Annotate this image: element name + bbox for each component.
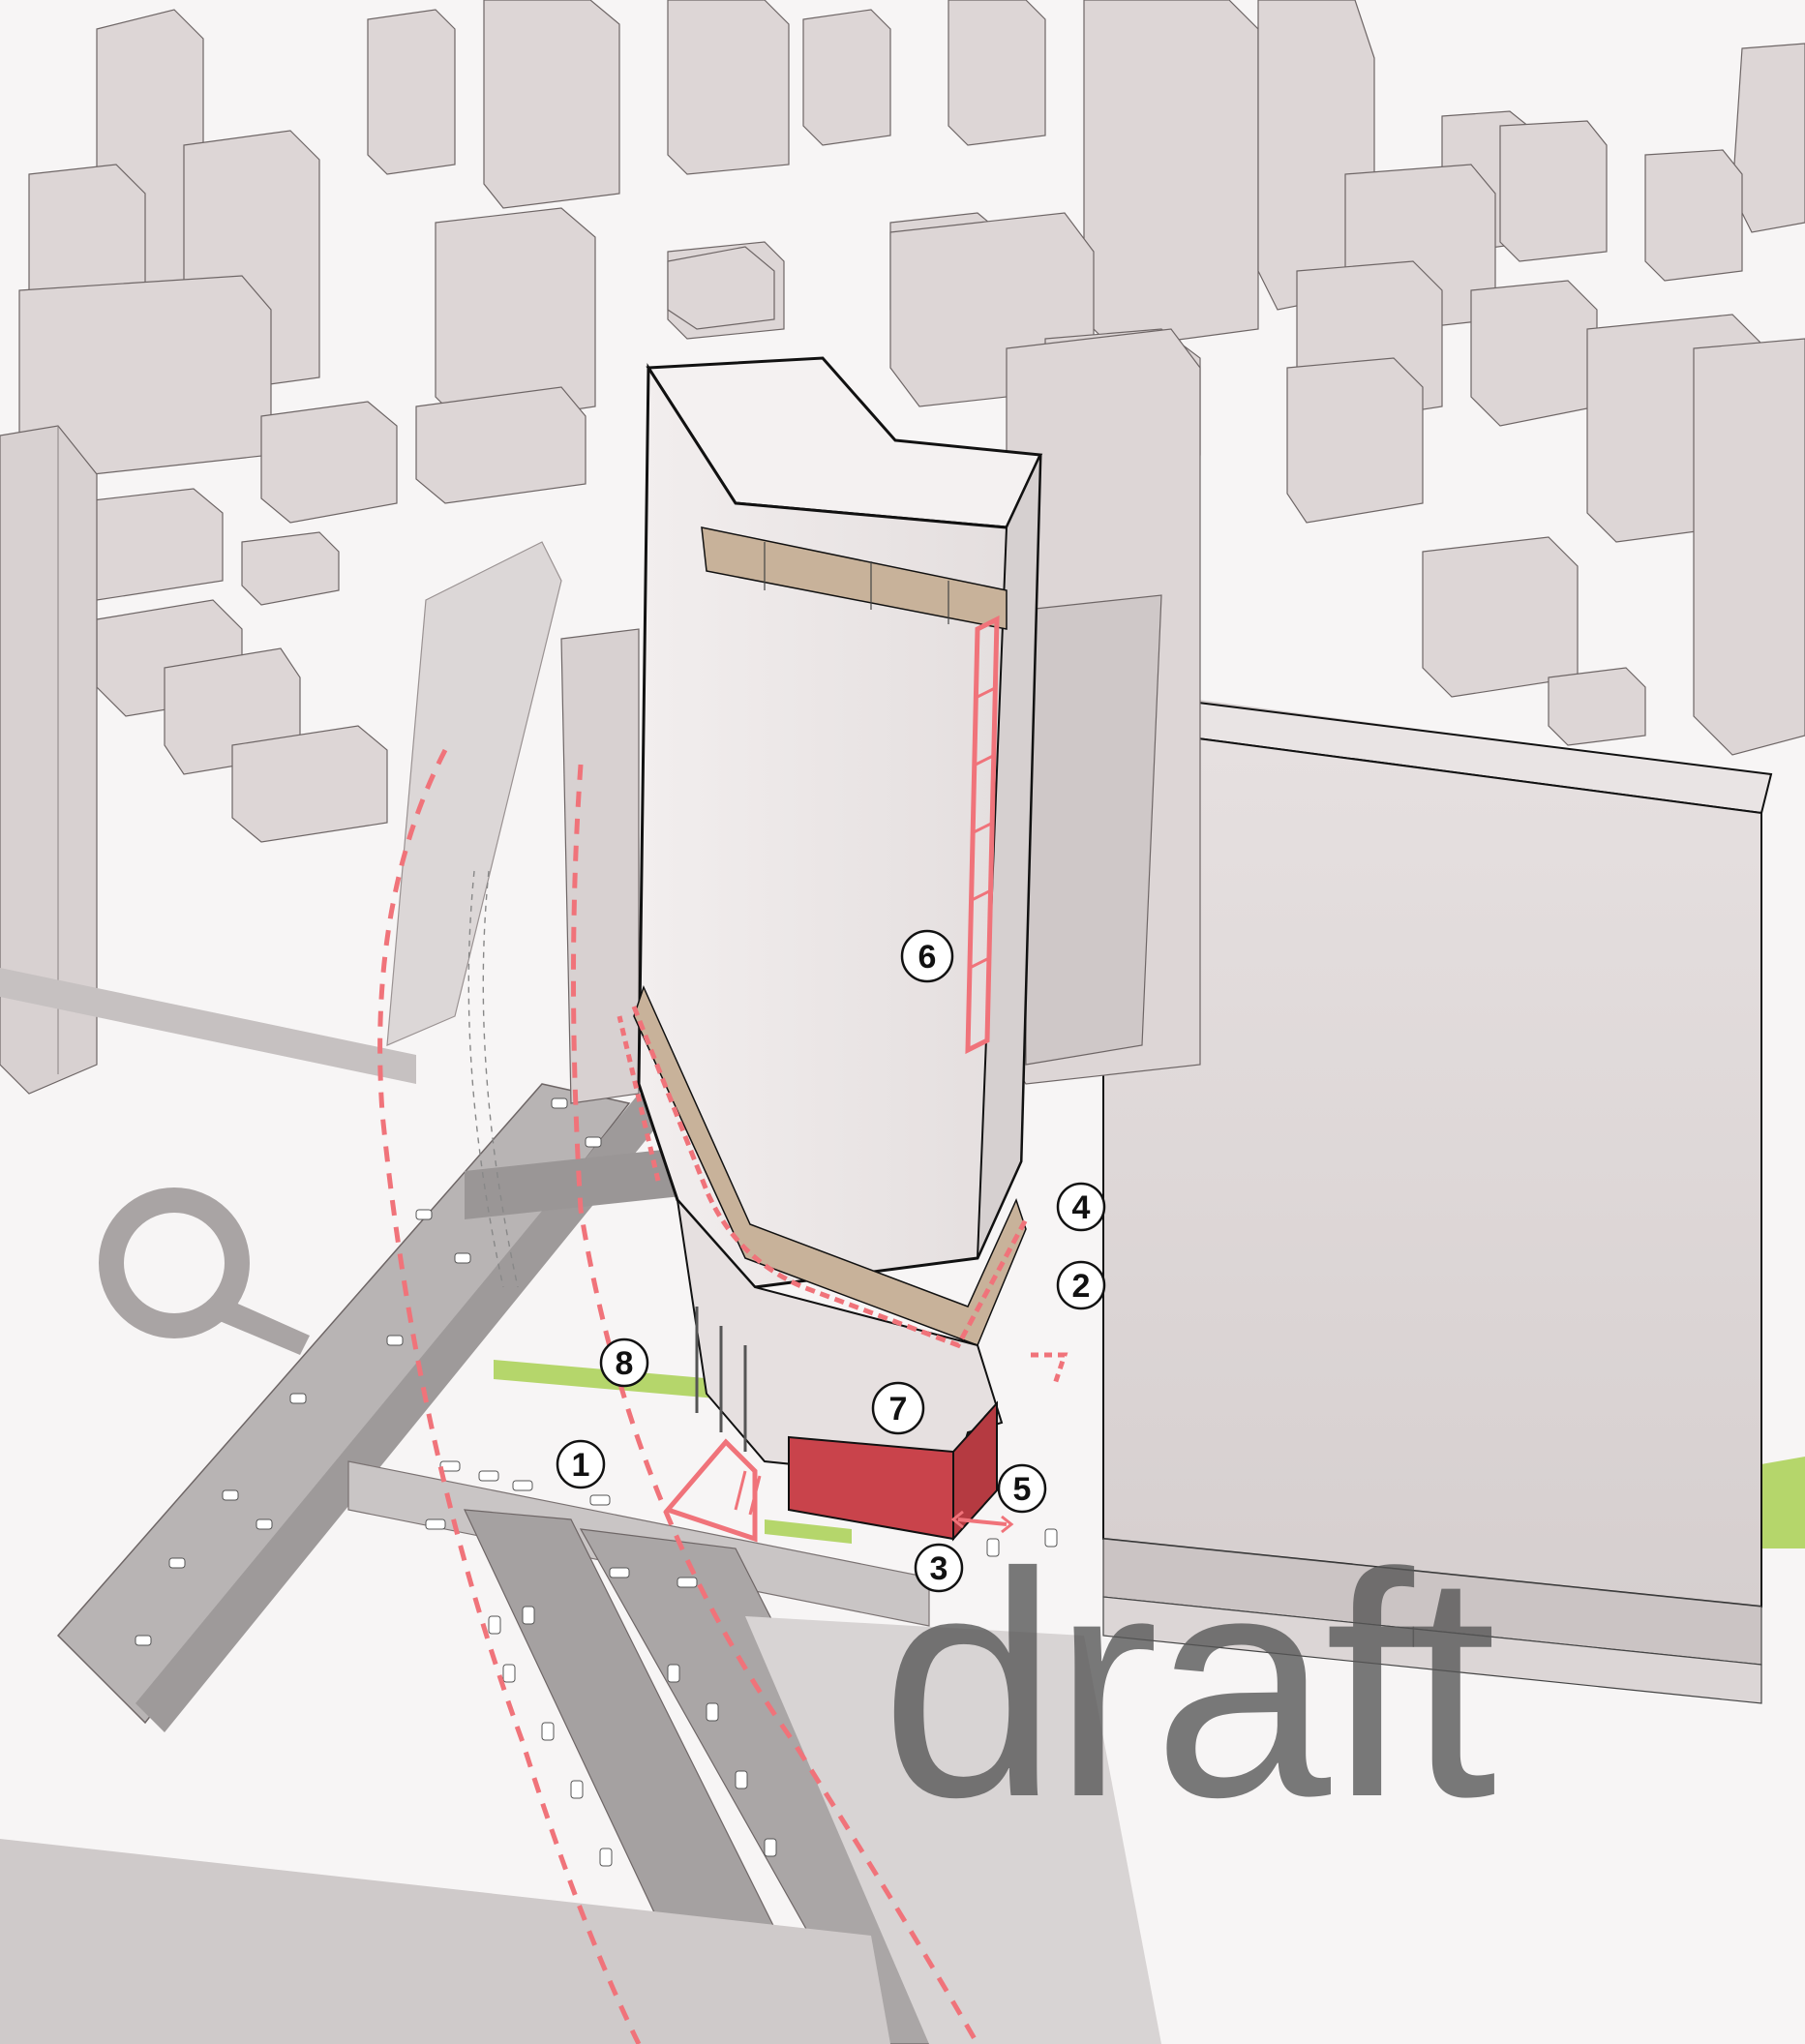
svg-text:4: 4 [1072, 1189, 1091, 1226]
callout-markers: 1 2 3 4 5 6 7 8 [556, 929, 1106, 1593]
view-corridor [377, 748, 980, 2044]
vehicles [135, 1097, 1058, 1867]
svg-text:6: 6 [918, 939, 937, 976]
callout-7: 7 [871, 1381, 925, 1435]
highlight-slot-rungs [969, 685, 998, 970]
view-corridor-inner [467, 870, 519, 1288]
callout-2: 2 [1056, 1260, 1106, 1310]
highlight-setback-arrow [957, 1518, 1008, 1526]
highlight-terrace-edge [631, 1006, 1029, 1349]
design-highlights [617, 615, 1068, 1543]
proposed-tower [633, 356, 1043, 1542]
callout-8: 8 [599, 1338, 649, 1388]
svg-text:7: 7 [889, 1391, 908, 1428]
callout-3: 3 [914, 1543, 964, 1593]
highlight-entry [663, 1438, 758, 1543]
svg-text:3: 3 [930, 1550, 948, 1587]
highlight-vertical-slot [965, 615, 1000, 1055]
callout-1: 1 [556, 1439, 606, 1489]
draft-watermark: draft [881, 1506, 1497, 1863]
callout-5: 5 [997, 1463, 1047, 1514]
callout-6: 6 [900, 929, 954, 983]
roadways [0, 541, 1161, 2044]
svg-text:8: 8 [616, 1345, 634, 1382]
svg-text:2: 2 [1072, 1268, 1091, 1305]
svg-text:1: 1 [572, 1447, 590, 1484]
adjacent-building-right [1102, 695, 1773, 1704]
callout-4: 4 [1056, 1182, 1106, 1232]
svg-text:5: 5 [1013, 1471, 1032, 1508]
